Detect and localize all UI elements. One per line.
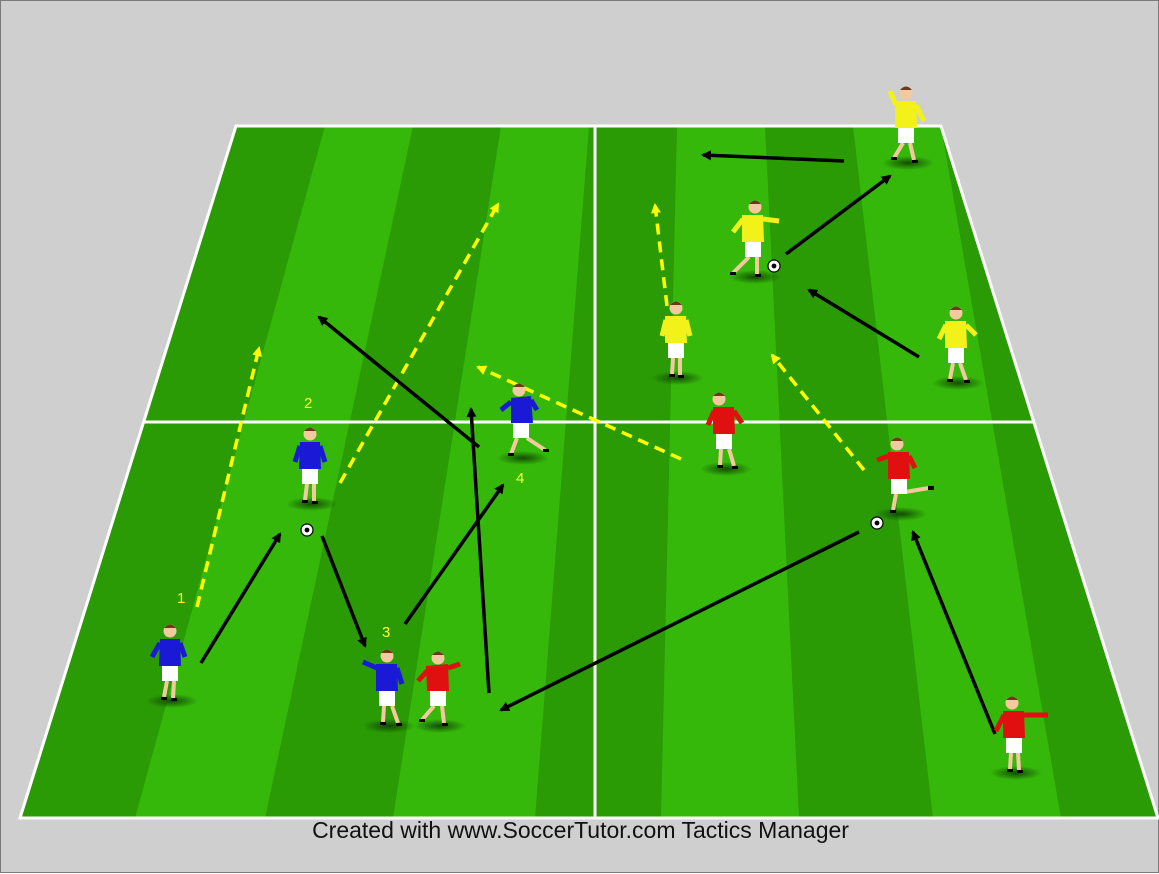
caption: Created with www.SoccerTutor.com Tactics… bbox=[1, 817, 1159, 844]
sequence-label-3: 3 bbox=[382, 624, 390, 641]
sequence-label-2: 2 bbox=[304, 395, 312, 412]
sequence-label-4: 4 bbox=[516, 470, 524, 487]
sequence-label-1: 1 bbox=[177, 590, 185, 607]
ball-icon bbox=[871, 517, 883, 529]
ball-icon bbox=[768, 260, 780, 272]
ball-icon bbox=[301, 524, 313, 536]
